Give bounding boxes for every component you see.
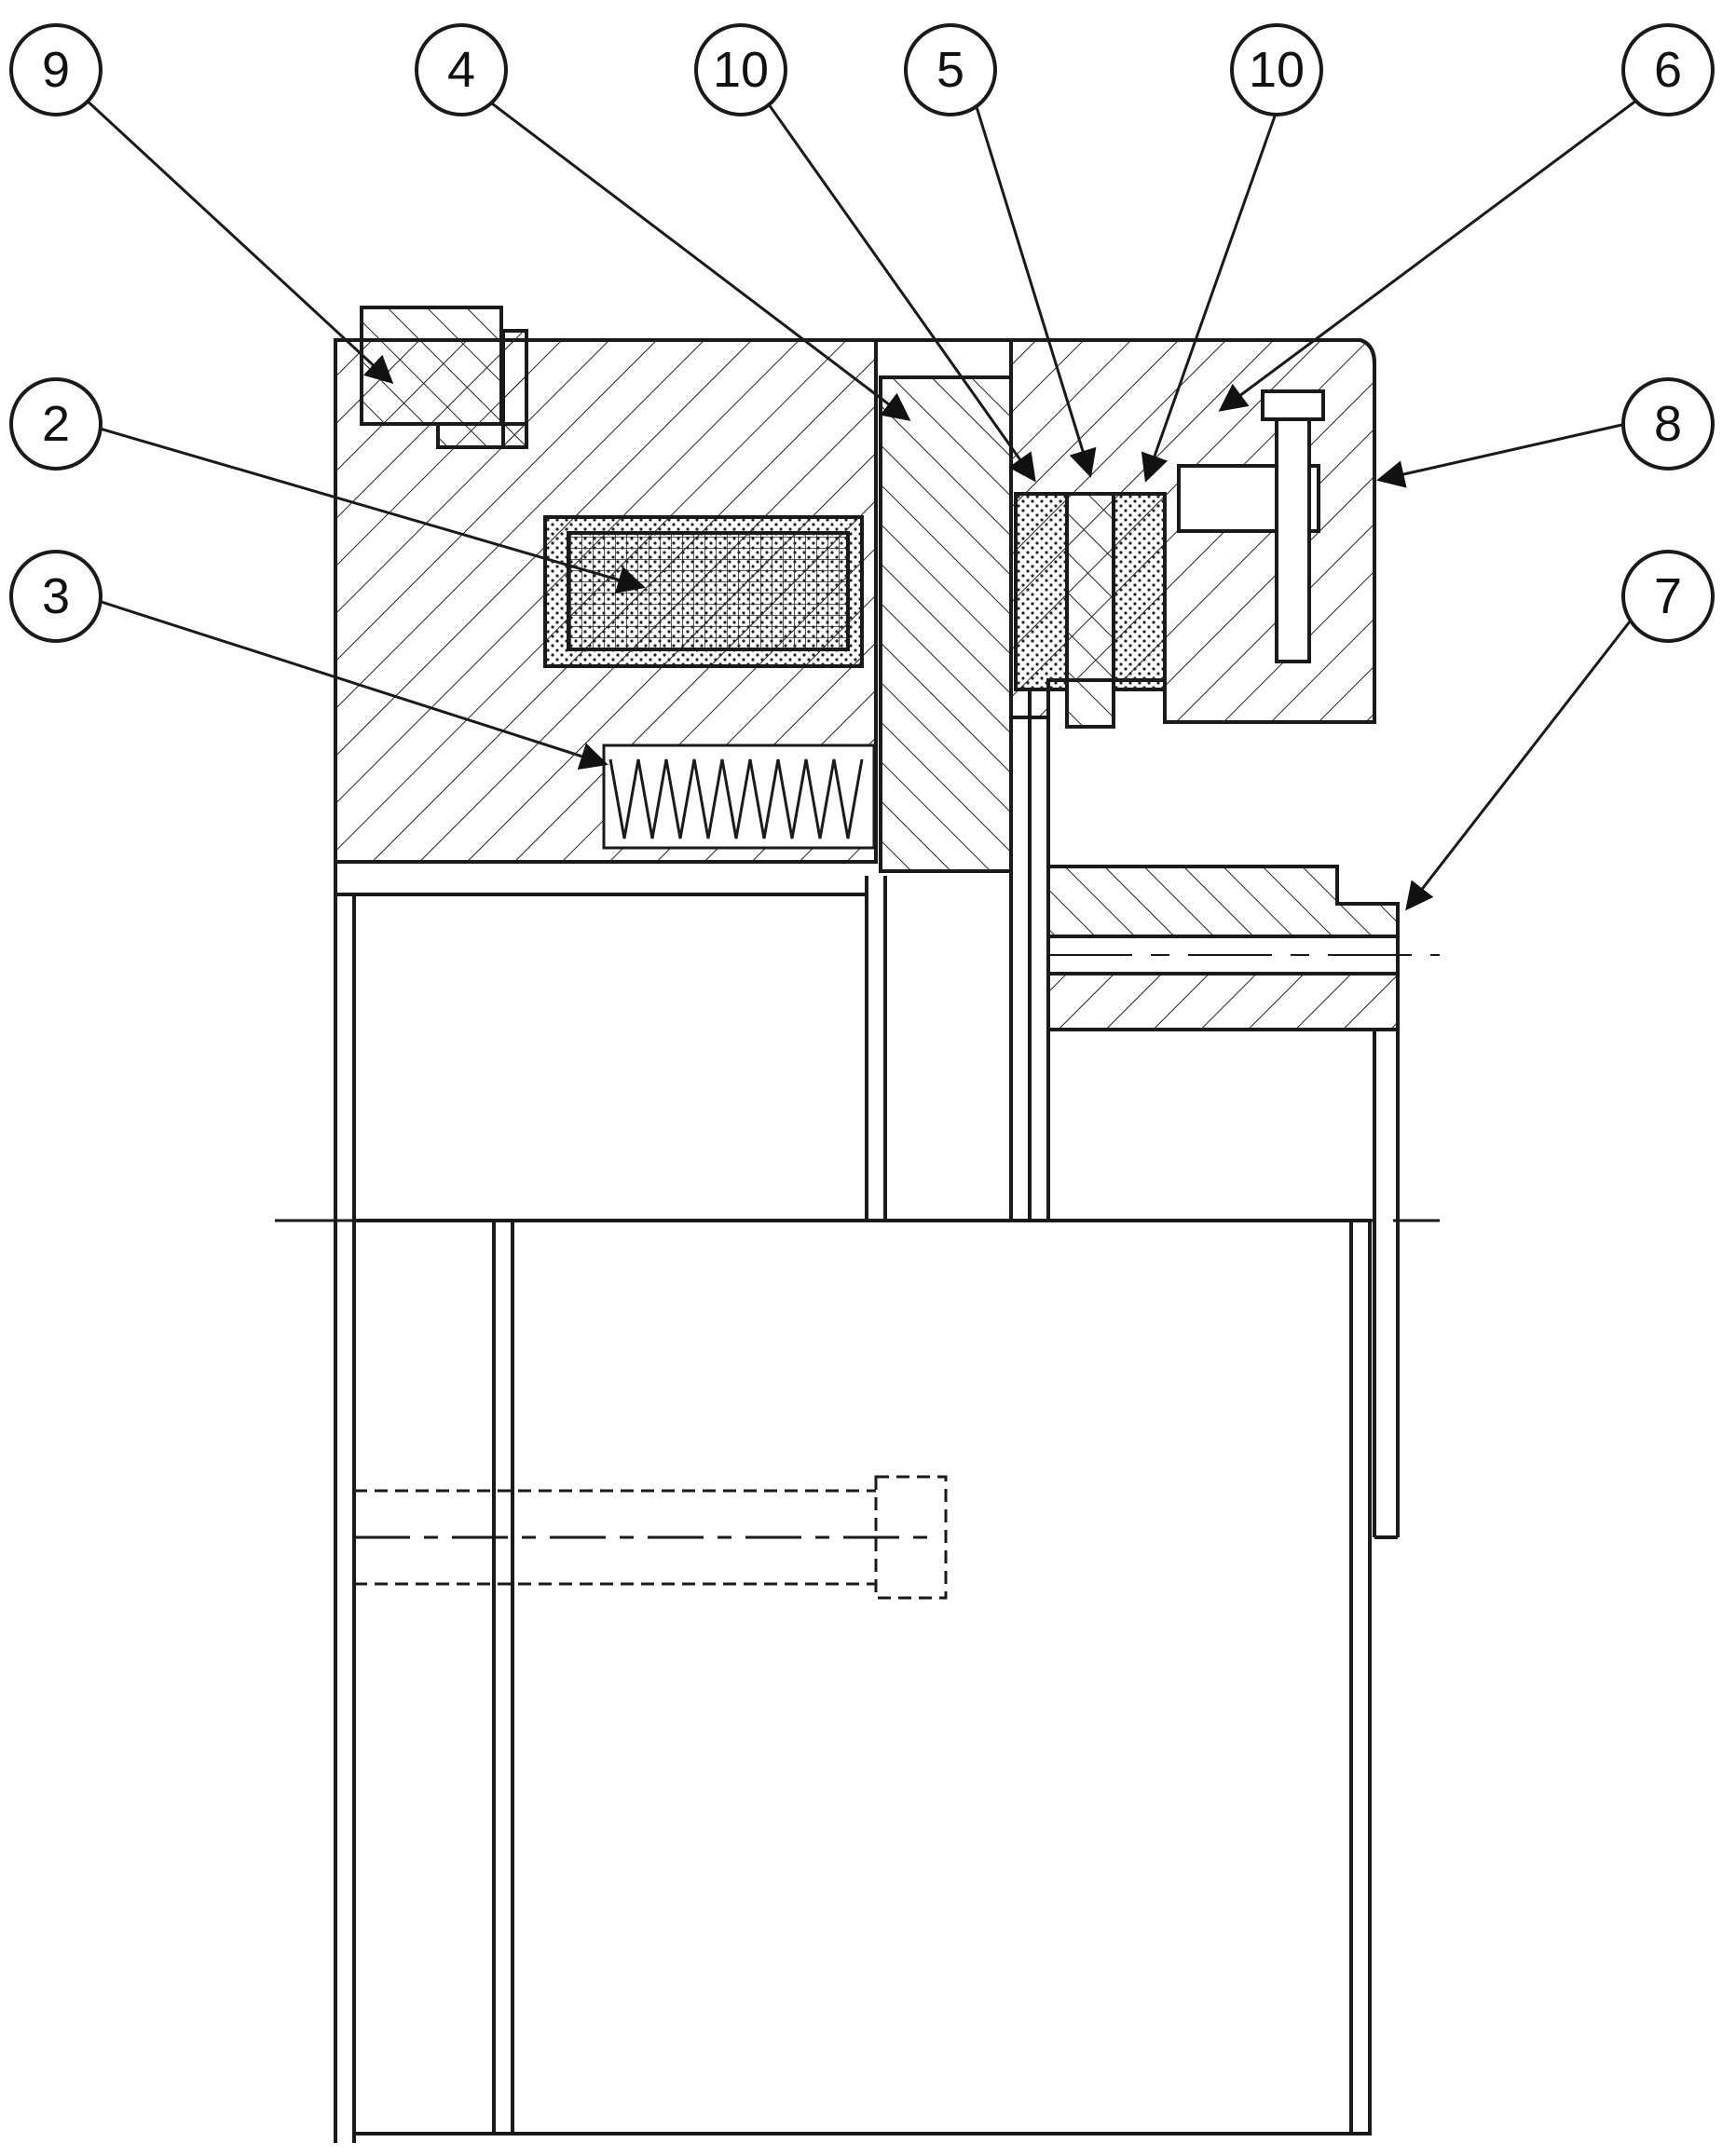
leader-10a [762, 97, 1036, 483]
svg-text:8: 8 [1654, 396, 1682, 452]
leader-8 [1376, 422, 1627, 488]
svg-text:3: 3 [42, 568, 70, 624]
leader-5 [972, 97, 1097, 478]
leader-6 [1218, 96, 1641, 412]
leader-2 [83, 422, 646, 594]
svg-text:5: 5 [936, 42, 964, 98]
leader-4 [484, 96, 911, 421]
callout-10a: 10 [694, 23, 787, 116]
callout-6: 6 [1621, 23, 1715, 116]
svg-text:10: 10 [1249, 42, 1305, 98]
leader-10b [1141, 97, 1283, 483]
leader-7 [1405, 595, 1651, 911]
callout-2: 2 [9, 377, 103, 471]
friction-linings [1014, 492, 1167, 729]
callout-7: 7 [1621, 550, 1715, 643]
callout-3: 3 [9, 550, 103, 643]
hub-lower-hatched [1046, 972, 1400, 1031]
hidden-bolt [354, 1475, 948, 1600]
svg-text:7: 7 [1654, 568, 1682, 624]
hub-body [334, 689, 1400, 2143]
svg-text:6: 6 [1654, 42, 1682, 98]
coil [543, 515, 864, 668]
svg-text:2: 2 [42, 396, 70, 452]
svg-text:10: 10 [713, 42, 769, 98]
leader-9 [82, 96, 394, 385]
callout-10b: 10 [1230, 23, 1323, 116]
spring [602, 744, 876, 850]
leader-lines [82, 96, 1651, 911]
callout-5: 5 [904, 23, 997, 116]
callout-4: 4 [415, 23, 508, 116]
svg-text:9: 9 [42, 42, 70, 98]
armature-disc [879, 375, 1013, 873]
svg-text:4: 4 [447, 42, 475, 98]
leader-3 [83, 594, 608, 771]
screw-8 [1177, 389, 1325, 663]
callout-balloons: 9 4 10 5 10 6 2 8 3 7 [9, 23, 1715, 643]
callout-8: 8 [1621, 377, 1715, 471]
hub-flange-hatched [1046, 865, 1400, 938]
part-9-key [360, 306, 528, 449]
callout-9: 9 [9, 23, 103, 116]
